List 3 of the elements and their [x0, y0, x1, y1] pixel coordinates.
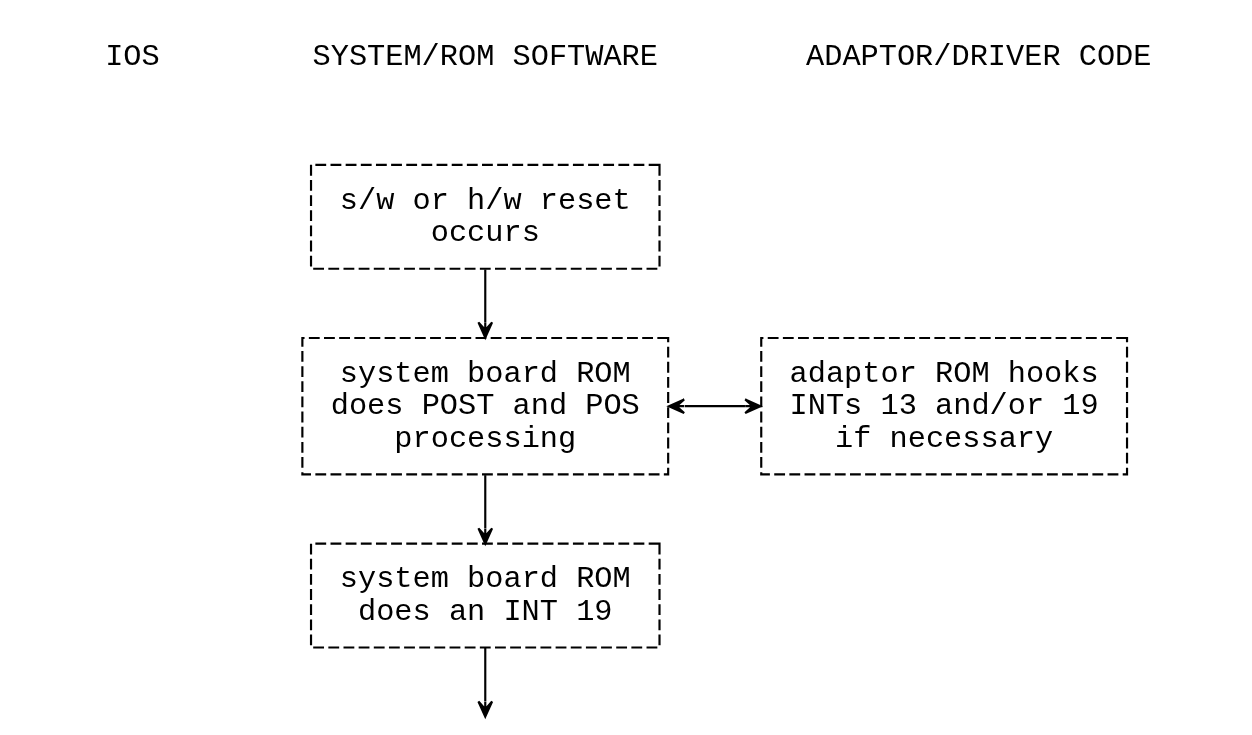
label: IOS: [104, 39, 160, 74]
label: SYSTEM/ROM SOFTWARE: [312, 39, 658, 74]
label: ADAPTOR/DRIVER CODE: [805, 39, 1151, 74]
